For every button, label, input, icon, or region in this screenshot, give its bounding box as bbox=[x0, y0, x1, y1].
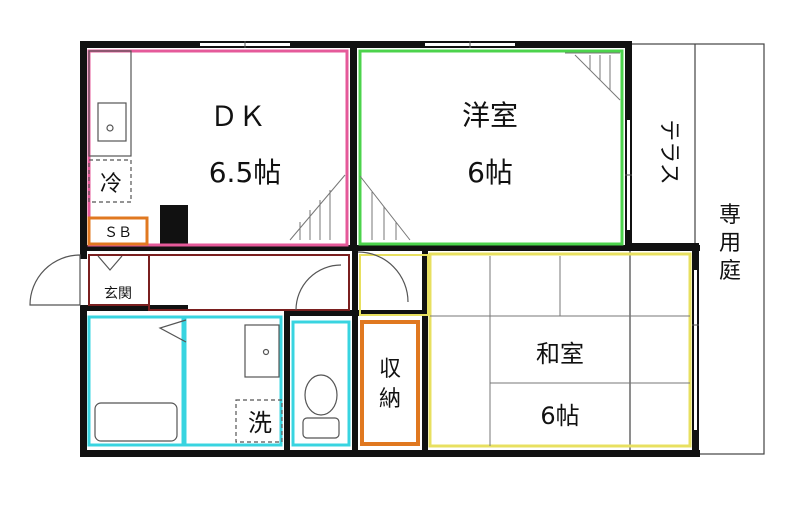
garden-label-1: 専 bbox=[719, 203, 741, 228]
entrance-step-icon bbox=[97, 255, 123, 271]
wall-dk-western bbox=[350, 48, 357, 248]
garden-label-2: 用 bbox=[719, 231, 741, 256]
japanese-door-icon bbox=[357, 251, 409, 303]
washer-label: 洗 bbox=[248, 409, 272, 437]
corridor-door-icon bbox=[295, 264, 342, 311]
fridge-space bbox=[88, 159, 132, 203]
entrance-door-icon bbox=[29, 254, 81, 306]
washroom-outline bbox=[183, 315, 283, 447]
bathroom-outline bbox=[87, 315, 185, 447]
doors bbox=[29, 251, 409, 343]
wall-bath-top bbox=[80, 305, 188, 311]
toilet-icon bbox=[302, 374, 340, 439]
wall-storage-left bbox=[352, 251, 358, 454]
fridge-label: 冷 bbox=[100, 172, 122, 197]
shoebox-outline bbox=[87, 216, 149, 246]
washbasin-icon bbox=[244, 324, 280, 378]
bath-door-icon bbox=[158, 319, 187, 343]
dk-room-size: 6.5帖 bbox=[209, 156, 282, 189]
storage-outline bbox=[360, 320, 420, 446]
entrance-label: 玄関 bbox=[104, 285, 132, 302]
toilet-outline bbox=[291, 320, 351, 447]
japanese-room-outline bbox=[428, 252, 692, 448]
storage-label-1: 収 bbox=[379, 357, 401, 382]
wall-mid bbox=[80, 245, 700, 251]
wall-left-lower bbox=[80, 305, 87, 457]
wall-storage-right bbox=[422, 251, 428, 454]
hallway bbox=[88, 254, 350, 311]
wall-wc-left bbox=[284, 310, 290, 454]
wall-bottom bbox=[80, 450, 700, 457]
shoebox-label: ＳＢ bbox=[104, 225, 132, 241]
terrace-label: テラス bbox=[656, 119, 681, 185]
garden-label-3: 庭 bbox=[719, 259, 741, 284]
western-room-size: 6帖 bbox=[467, 156, 513, 189]
hatch-marks bbox=[289, 52, 621, 241]
wall-pillar bbox=[160, 205, 188, 249]
window-ticks bbox=[244, 41, 699, 326]
tatami-lines bbox=[430, 256, 690, 446]
wall-top bbox=[80, 41, 632, 48]
japanese-room-name: 和室 bbox=[536, 340, 584, 368]
dk-room-name: ＤＫ bbox=[210, 100, 266, 133]
western-room-outline bbox=[358, 49, 624, 246]
western-room-name: 洋室 bbox=[462, 99, 518, 132]
japanese-room-size: 6帖 bbox=[540, 402, 579, 430]
wall-left-upper bbox=[80, 41, 87, 259]
corridor bbox=[148, 254, 350, 311]
dk-room-outline bbox=[87, 49, 349, 247]
kitchen-counter bbox=[88, 50, 132, 157]
japanese-room-hall bbox=[359, 254, 429, 316]
sink-icon bbox=[97, 102, 127, 142]
washer-space bbox=[235, 399, 283, 443]
storage-label-2: 納 bbox=[379, 387, 401, 412]
bathtub-icon bbox=[94, 402, 178, 442]
